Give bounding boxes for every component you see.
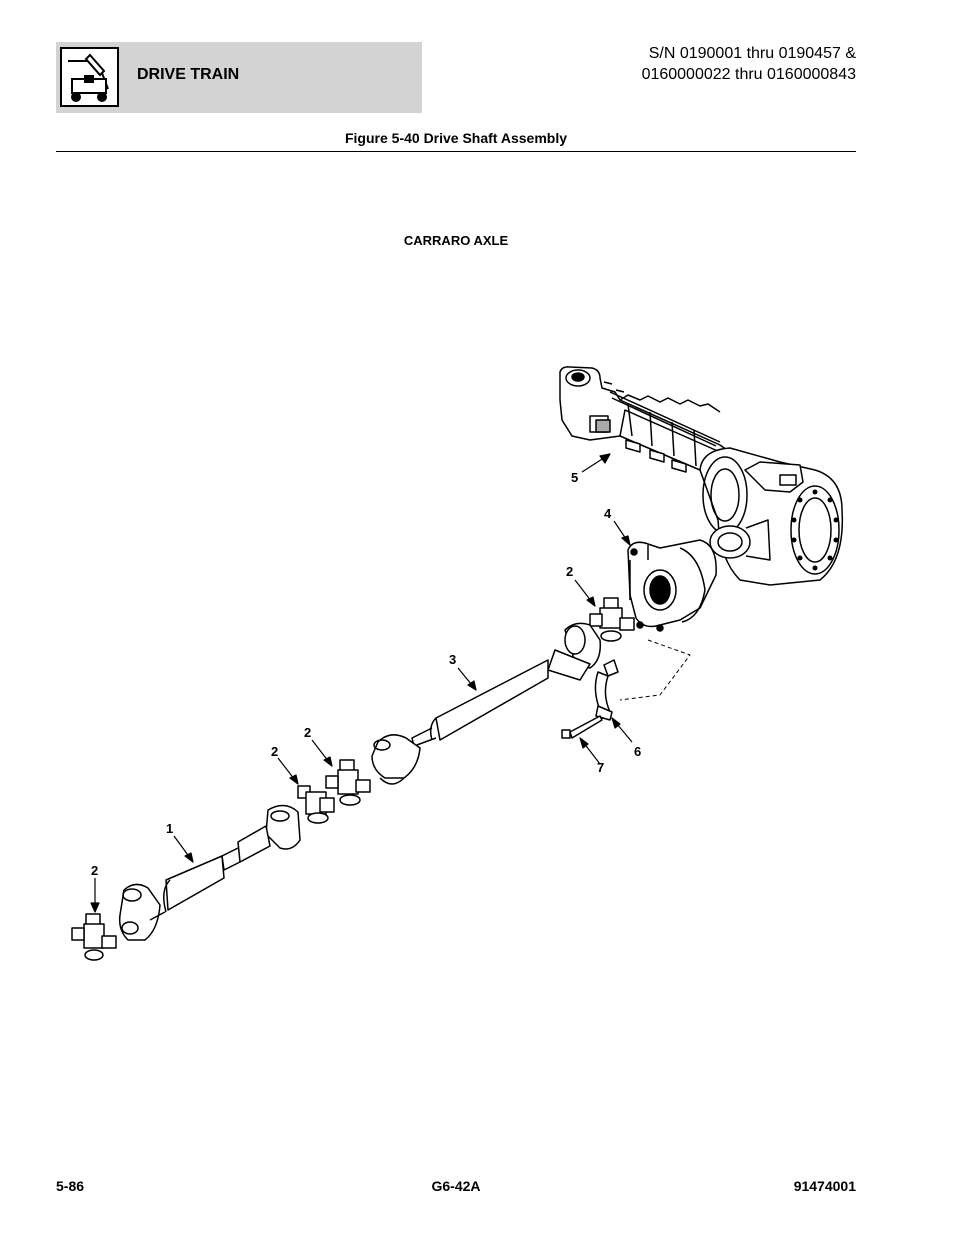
u-joint-cross-upper	[589, 597, 635, 642]
document-number: 91474001	[793, 1178, 856, 1194]
callout-4: 4	[604, 506, 612, 521]
callout-2-middle-right: 2	[304, 725, 311, 740]
strap-and-bolt	[561, 659, 619, 739]
axle-housing	[559, 366, 844, 586]
callout-7: 7	[597, 760, 604, 775]
header-banner: DRIVE TRAIN	[56, 42, 422, 113]
drive-shaft-lower	[118, 804, 301, 941]
callout-2-upper: 2	[566, 564, 573, 579]
header-rule	[56, 151, 856, 152]
page-number: 5-86	[56, 1178, 85, 1194]
callout-3: 3	[449, 652, 456, 667]
model-number: G6-42A	[431, 1178, 481, 1194]
section-title: DRIVE TRAIN	[137, 66, 240, 83]
serial-line-1: S/N 0190001 thru 0190457 &	[648, 45, 856, 62]
callout-5: 5	[571, 470, 578, 485]
callout-2-lower: 2	[91, 863, 98, 878]
u-joint-cross-middle-right	[325, 759, 371, 806]
serial-line-2: 0160000022 thru 0160000843	[641, 66, 856, 83]
axle-yoke	[627, 539, 717, 632]
callout-1: 1	[166, 821, 173, 836]
serial-range: S/N 0190001 thru 0190457 & 0160000022 th…	[642, 43, 856, 85]
u-joint-cross-lower	[71, 913, 117, 961]
figure-title: Figure 5-40 Drive Shaft Assembly	[344, 130, 567, 146]
drive-train-logo-icon	[60, 47, 119, 107]
callout-6: 6	[634, 744, 641, 759]
figure-subtitle: CARRARO AXLE	[403, 233, 509, 248]
callout-2-middle-left: 2	[271, 744, 278, 759]
leader-lines	[90, 453, 633, 913]
drive-shaft-upper	[371, 622, 602, 785]
u-joint-cross-middle-left	[297, 785, 335, 824]
